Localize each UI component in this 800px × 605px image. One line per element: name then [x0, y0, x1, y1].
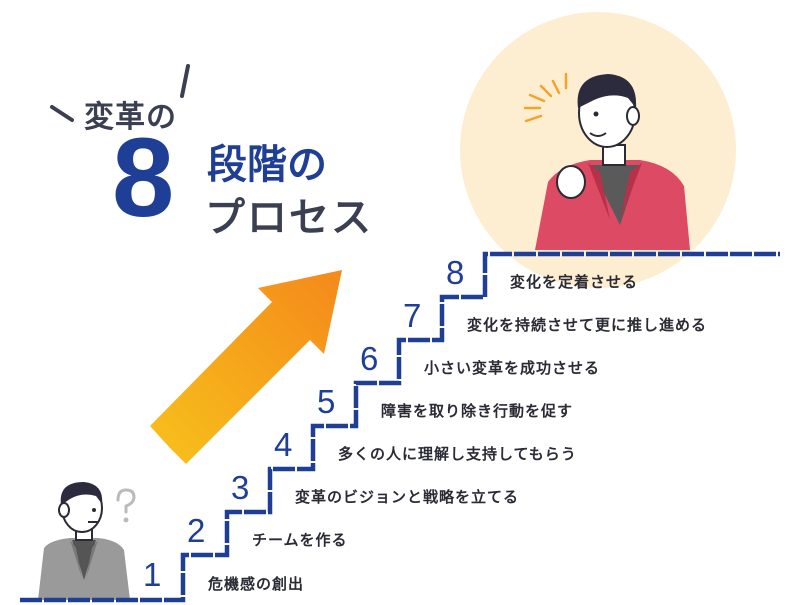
- step-number-5: 5: [317, 383, 336, 420]
- step-label-6: 小さい変革を成功させる: [424, 359, 601, 377]
- step-number-8: 8: [446, 254, 465, 291]
- staircase-line: [20, 251, 780, 603]
- title-slash-decoration: [50, 64, 190, 122]
- title-line-3: プロセス: [205, 195, 373, 241]
- idea-burst-icon: [523, 72, 568, 123]
- title-prefix: 変革の: [84, 100, 177, 135]
- arrow-up-right-icon: [150, 270, 342, 464]
- step-number-1: 1: [143, 556, 162, 593]
- confident-person-icon: [535, 74, 690, 250]
- title-number: 8: [112, 115, 175, 240]
- title-line-2: 段階の: [207, 142, 327, 188]
- confused-person-icon: [38, 482, 130, 600]
- step-number-7: 7: [403, 297, 422, 334]
- step-label-1: 危機感の創出: [208, 575, 305, 593]
- step-number-4: 4: [274, 426, 293, 463]
- step-number-3: 3: [231, 469, 250, 506]
- step-label-3: 変革のビジョンと戦略を立てる: [295, 488, 520, 506]
- step-number-6: 6: [360, 340, 379, 377]
- step-label-2: チームを作る: [252, 531, 348, 549]
- question-mark-icon: [116, 488, 136, 523]
- step-label-4: 多くの人に理解し支持してもらう: [338, 445, 577, 463]
- step-number-2: 2: [187, 512, 206, 549]
- step-label-8: 変化を定着させる: [510, 273, 639, 291]
- step-label-5: 障害を取り除き行動を促す: [381, 402, 574, 420]
- step-label-7: 変化を持続させて更に推し進める: [467, 316, 708, 334]
